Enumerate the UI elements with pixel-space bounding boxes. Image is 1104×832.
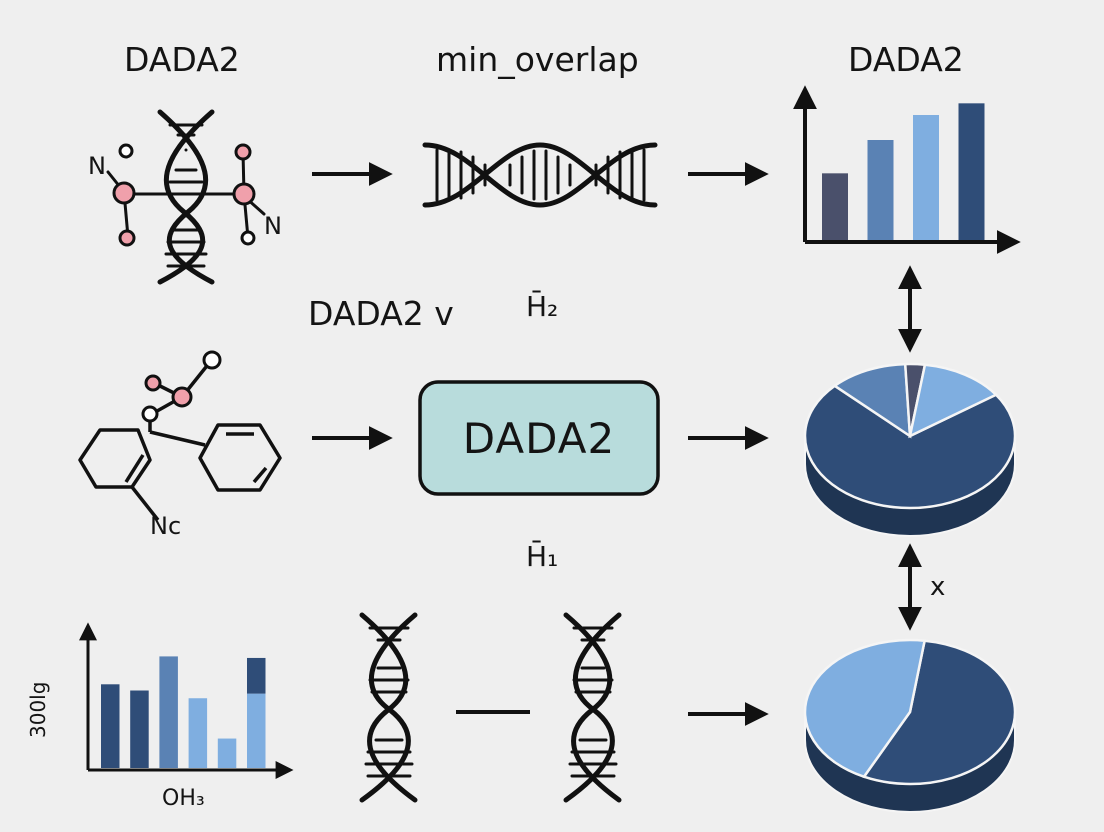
ring-molecule-icon <box>78 360 282 522</box>
chart4-bar <box>101 684 120 768</box>
bar-chart-top <box>793 85 1021 254</box>
dna-vertical-right-icon <box>563 612 622 803</box>
chart1-bar <box>958 103 985 240</box>
pie-slice <box>803 638 927 779</box>
chart1-bar <box>913 115 939 240</box>
chart4-bar <box>247 657 266 694</box>
label-molecule-nc: Nc <box>150 512 182 540</box>
molecule-nodes <box>112 143 256 247</box>
label-mid-left: DADA2 v <box>308 294 454 333</box>
chart1-bar <box>867 140 894 240</box>
dna-vertical-left-icon <box>359 612 418 803</box>
bar-chart-bottom <box>79 622 294 779</box>
pie-chart-middle <box>803 362 1017 537</box>
chart4-bar <box>159 656 178 768</box>
label-top-right: DADA2 <box>848 40 964 79</box>
label-x-mark: x <box>930 572 946 602</box>
mini-chart-xlabel: OH₃ <box>162 786 205 811</box>
pie-slice <box>861 639 1017 786</box>
chart1-bar <box>822 173 848 240</box>
pie-chart-bottom <box>803 638 1017 813</box>
chart4-bar <box>188 698 208 768</box>
mini-chart-ylabel: 300lg <box>26 681 50 738</box>
label-low-formula: H̄₁ <box>526 540 559 573</box>
label-molecule-n2: N <box>264 212 282 240</box>
chart4-bar <box>130 690 149 768</box>
pie-slice <box>803 384 1017 510</box>
label-molecule-n1: N <box>88 152 106 180</box>
chart4-bar <box>247 693 266 768</box>
dna-horizontal-icon <box>422 142 658 208</box>
label-mid-formula: H̄₂ <box>526 290 559 323</box>
dada2-box <box>418 380 660 496</box>
center-box-label: DADA2 <box>462 413 616 463</box>
ring-molecule-nodes <box>141 350 222 423</box>
pie-slice <box>832 362 912 439</box>
label-top-left: DADA2 <box>124 40 240 79</box>
label-top-middle: min_overlap <box>436 40 639 79</box>
chart4-bar <box>217 738 237 768</box>
pie-slice <box>908 363 999 439</box>
